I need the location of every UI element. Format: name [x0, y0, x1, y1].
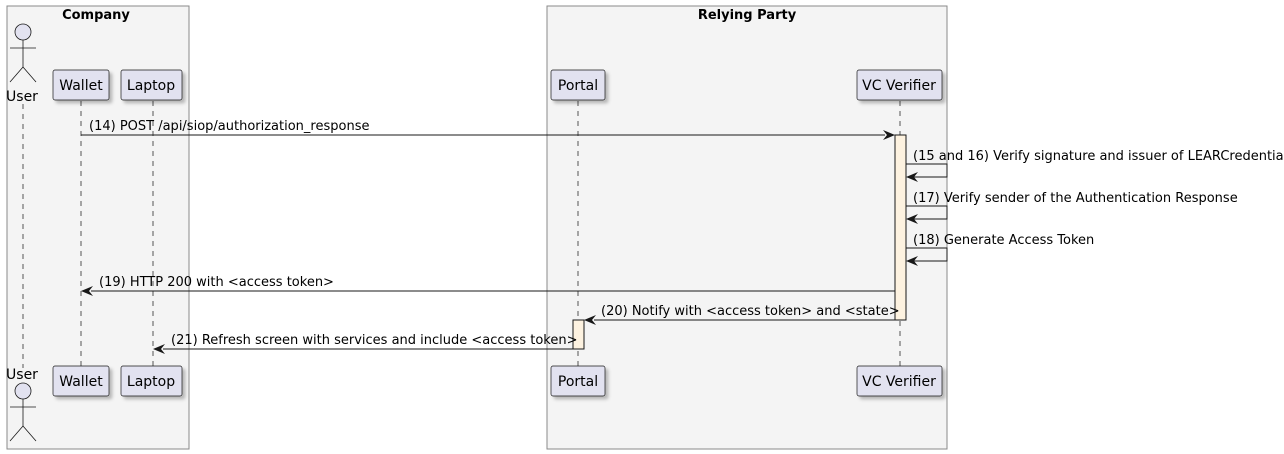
laptop-participant-bottom: [120, 365, 183, 397]
wallet-participant-top: [52, 69, 110, 101]
user-actor-top: User: [6, 23, 38, 105]
vc-verifier-participant-top: [856, 69, 943, 101]
portal-activation: [572, 319, 585, 350]
message-14-label: (14) POST /api/siop/authorization_respon…: [89, 119, 369, 134]
wallet-label-bottom: Wallet: [59, 374, 103, 390]
vc-verifier-activation: [894, 134, 907, 321]
vc-verifier-label-top: VC Verifier: [862, 78, 936, 94]
laptop-participant-top: [120, 69, 183, 101]
message-15-16: (15 and 16) Verify signature and issuer …: [906, 149, 1284, 182]
portal-label-bottom: Portal: [558, 374, 598, 390]
user-label-top: User: [6, 89, 38, 105]
message-14: (14) POST /api/siop/authorization_respon…: [81, 119, 895, 140]
message-21-label: (21) Refresh screen with services and in…: [171, 333, 577, 348]
message-20-label: (20) Notify with <access token> and <sta…: [601, 304, 900, 319]
message-18-label: (18) Generate Access Token: [913, 233, 1094, 248]
message-18: (18) Generate Access Token: [906, 233, 1094, 266]
vc-verifier-label-bottom: VC Verifier: [862, 374, 936, 390]
user-actor-bottom: User: [6, 367, 38, 442]
wallet-participant-bottom: [52, 365, 110, 397]
relying-party-group-title: Relying Party: [698, 8, 797, 23]
portal-participant-bottom: [550, 365, 606, 397]
message-19: (19) HTTP 200 with <access token>: [81, 275, 895, 296]
wallet-label-top: Wallet: [59, 78, 103, 94]
message-21: (21) Refresh screen with services and in…: [153, 333, 577, 354]
vc-verifier-participant-bottom: [856, 365, 943, 397]
laptop-label-top: Laptop: [127, 78, 175, 94]
portal-participant-top: [550, 69, 606, 101]
portal-label-top: Portal: [558, 78, 598, 94]
message-15-16-label: (15 and 16) Verify signature and issuer …: [913, 149, 1284, 164]
message-17-label: (17) Verify sender of the Authentication…: [913, 191, 1238, 206]
message-17: (17) Verify sender of the Authentication…: [906, 191, 1238, 224]
laptop-label-bottom: Laptop: [127, 374, 175, 390]
message-19-label: (19) HTTP 200 with <access token>: [99, 275, 334, 290]
company-group-title: Company: [62, 8, 130, 23]
message-20: (20) Notify with <access token> and <sta…: [584, 304, 900, 325]
user-label-bottom: User: [6, 367, 38, 383]
